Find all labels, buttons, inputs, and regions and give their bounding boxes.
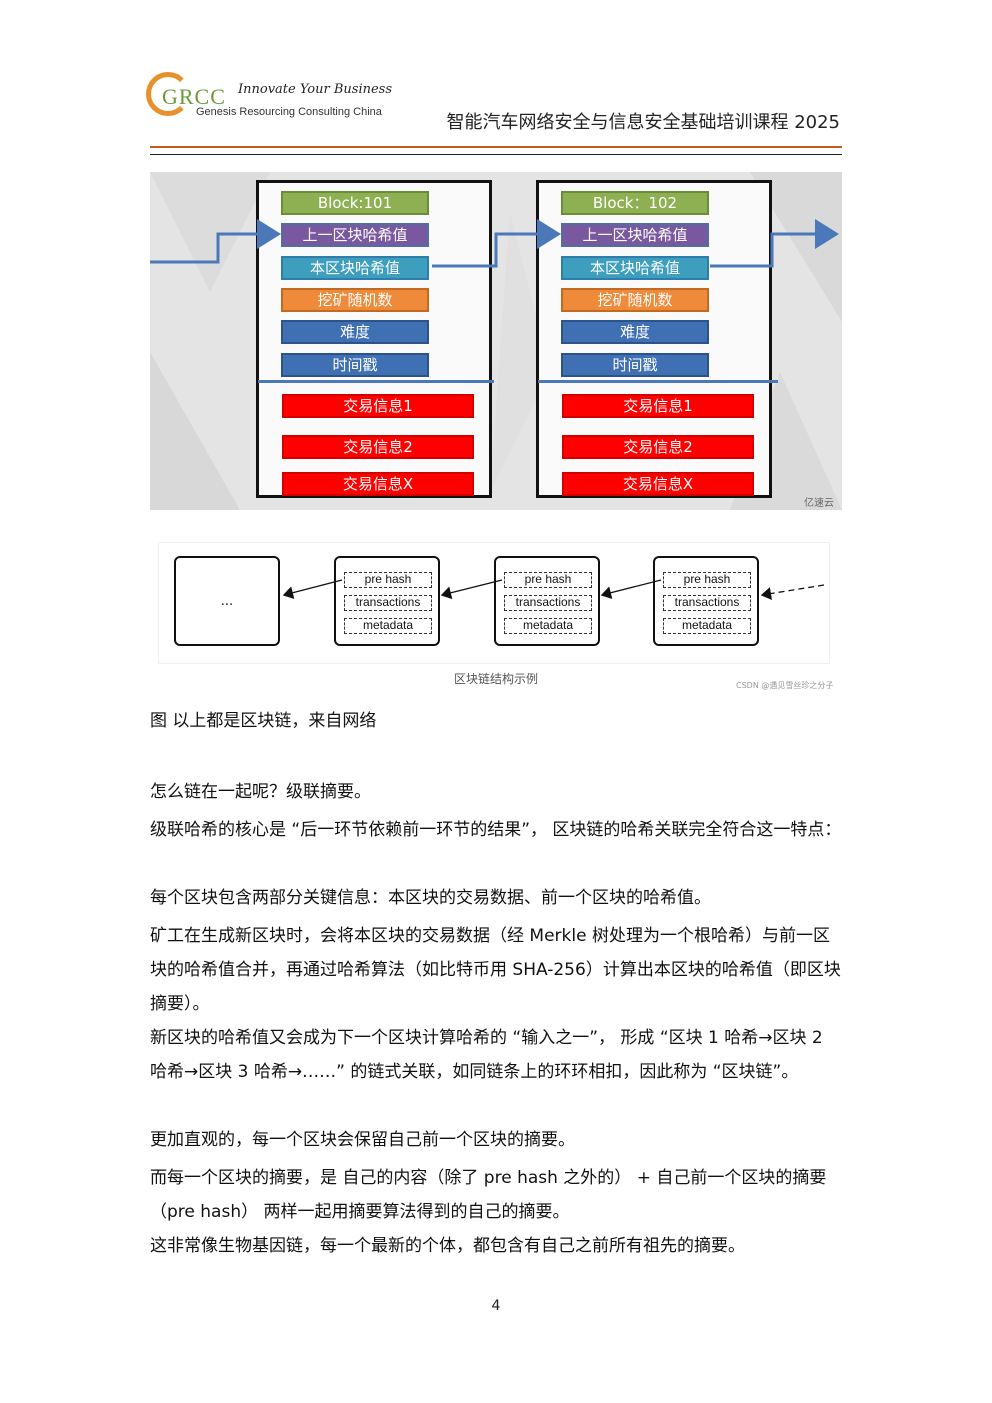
prev-hash-2: 上一区块哈希值 <box>561 223 709 247</box>
paragraph-4: 矿工在生成新区块时，会将本区块的交易数据（经 Merkle 树处理为一个根哈希）… <box>150 926 841 1014</box>
field-metadata: metadata <box>344 618 432 634</box>
block-structure-figure: Block:101 上一区块哈希值 本区块哈希值 挖矿随机数 难度 时间戳 交易… <box>150 172 842 510</box>
transaction-2-1: 交易信息1 <box>562 394 754 418</box>
nonce-2: 挖矿随机数 <box>561 288 709 312</box>
transaction-1-x: 交易信息X <box>282 472 474 496</box>
field-metadata: metadata <box>663 618 751 634</box>
chain-block-3: pre hash transactions metadata <box>653 556 759 646</box>
field-transactions: transactions <box>344 595 432 611</box>
block-frame-1: Block:101 上一区块哈希值 本区块哈希值 挖矿随机数 难度 时间戳 交易… <box>256 180 492 498</box>
logo-slogan: Innovate Your Business <box>238 82 393 97</box>
this-hash-1: 本区块哈希值 <box>281 256 429 280</box>
chain-arrows <box>282 579 825 600</box>
this-hash-2: 本区块哈希值 <box>561 256 709 280</box>
block-frame-2: Block：102 上一区块哈希值 本区块哈希值 挖矿随机数 难度 时间戳 交易… <box>536 180 772 498</box>
block-divider-1 <box>258 380 494 383</box>
paragraph-5: 新区块的哈希值又会成为下一个区块计算哈希的 “输入之一”， 形成 “区块 1 哈… <box>150 1028 823 1082</box>
chain-block-2: pre hash transactions metadata <box>494 556 600 646</box>
watermark-csdn: CSDN @遇见雪丝珍之分子 <box>736 681 834 690</box>
block-label-2: Block：102 <box>561 191 709 215</box>
paragraph-8: 这非常像生物基因链，每一个最新的个体，都包含有自己之前所有祖先的摘要。 <box>150 1236 745 1256</box>
prev-hash-1: 上一区块哈希值 <box>281 223 429 247</box>
paragraph-6: 更加直观的，每一个区块会保留自己前一个区块的摘要。 <box>150 1130 575 1150</box>
transaction-1-2: 交易信息2 <box>282 435 474 459</box>
logo-company-name: Genesis Resourcing Consulting China <box>196 106 382 118</box>
field-pre-hash: pre hash <box>504 572 592 588</box>
timestamp-2: 时间戳 <box>561 353 709 377</box>
arrow-into-block-1 <box>150 219 281 264</box>
arrow-2-to-1 <box>440 579 503 600</box>
field-metadata: metadata <box>504 618 592 634</box>
page-number: 4 <box>491 1298 501 1314</box>
field-transactions: transactions <box>504 595 592 611</box>
paragraph-1: 怎么链在一起呢？级联摘要。 <box>150 782 371 802</box>
arrow-next-to-3 <box>760 584 825 600</box>
arrow-3-to-2 <box>600 579 662 600</box>
logo-text: GRCC <box>162 84 226 109</box>
arrow-block1-to-block2 <box>432 219 561 268</box>
logo-ring-icon <box>146 72 190 116</box>
transaction-1-1: 交易信息1 <box>282 394 474 418</box>
difficulty-2: 难度 <box>561 320 709 344</box>
arrow-1-to-genesis <box>282 579 343 600</box>
paragraph-2: 级联哈希的核心是 “后一环节依赖前一环节的结果”， 区块链的哈希关联完全符合这一… <box>150 820 842 840</box>
nonce-1: 挖矿随机数 <box>281 288 429 312</box>
field-pre-hash: pre hash <box>663 572 751 588</box>
header-divider-black <box>150 154 842 155</box>
chain-block-genesis: ... <box>174 556 280 646</box>
transaction-2-x: 交易信息X <box>562 472 754 496</box>
chain-example-figure: ... pre hash transactions metadata pre h… <box>158 542 830 664</box>
difficulty-1: 难度 <box>281 320 429 344</box>
timestamp-1: 时间戳 <box>281 353 429 377</box>
company-logo: GRCC Innovate Your Business Genesis Reso… <box>146 72 406 124</box>
field-pre-hash: pre hash <box>344 572 432 588</box>
transaction-2-2: 交易信息2 <box>562 435 754 459</box>
header-divider-orange <box>150 146 842 148</box>
field-transactions: transactions <box>663 595 751 611</box>
block-divider-2 <box>538 380 778 383</box>
paragraph-3: 每个区块包含两部分关键信息：本区块的交易数据、前一个区块的哈希值。 <box>150 888 711 908</box>
course-title: 智能汽车网络安全与信息安全基础培训课程 2025 <box>446 112 840 133</box>
chain-figure-caption: 区块链结构示例 <box>453 672 538 686</box>
chain-block-1: pre hash transactions metadata <box>334 556 440 646</box>
background-pattern <box>150 172 842 510</box>
figure-caption: 图 以上都是区块链，来自网络 <box>150 711 377 731</box>
block-label-1: Block:101 <box>281 191 429 215</box>
arrow-block2-out <box>710 219 839 268</box>
watermark-yisuyun: 亿速云 <box>804 498 834 509</box>
chain-block-ellipsis: ... <box>220 594 234 609</box>
hash-link-arrows <box>150 219 839 268</box>
paragraph-7: 而每一个区块的摘要，是 自己的内容（除了 pre hash 之外的） + 自己前… <box>150 1168 827 1222</box>
